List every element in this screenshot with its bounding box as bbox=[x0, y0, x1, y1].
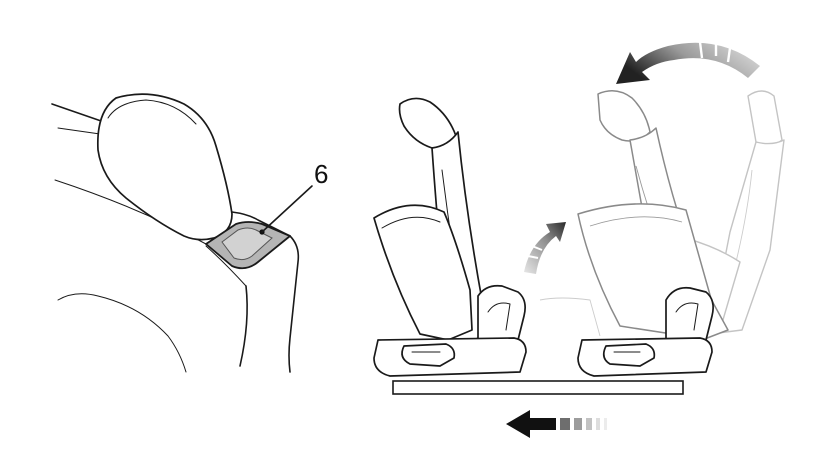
seat-cushion-contour bbox=[58, 294, 186, 372]
callout-leader-line bbox=[262, 186, 312, 232]
seat-floor-rail bbox=[393, 381, 683, 394]
fold-forward-arrow-icon bbox=[616, 42, 760, 84]
seat-fold-sequence bbox=[374, 42, 784, 438]
seat-back-top-edge bbox=[52, 104, 104, 122]
folded-seat-handle bbox=[402, 344, 454, 366]
seat-folded-forward bbox=[374, 98, 526, 376]
seat-back-trim-line bbox=[58, 128, 100, 134]
ghost-mid-base-line bbox=[540, 298, 600, 336]
seat-back-side-edge bbox=[240, 286, 247, 366]
ghost-upright-headrest bbox=[748, 91, 782, 146]
folded-seat-headrest bbox=[400, 98, 457, 148]
rear-seat-detail-view: 6 bbox=[52, 94, 328, 372]
ghost-mid-headrest bbox=[598, 91, 650, 141]
callout-label-6: 6 bbox=[314, 159, 328, 189]
cushion-flip-arrow-icon bbox=[524, 222, 566, 274]
ghost-base-handle bbox=[604, 344, 655, 366]
slide-forward-arrow-icon bbox=[506, 410, 607, 438]
headrest bbox=[98, 94, 232, 239]
